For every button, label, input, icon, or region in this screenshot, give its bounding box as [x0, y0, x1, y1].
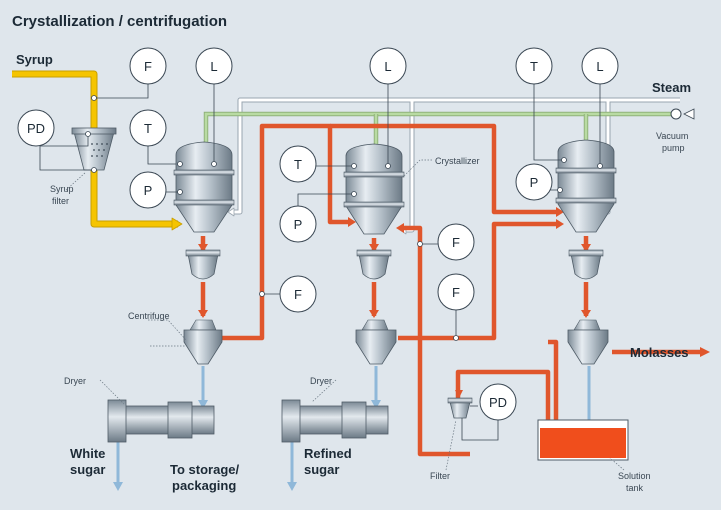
instrument-t-cryst2-tag: T [294, 157, 302, 172]
instrument-p-cryst1: P [129, 171, 167, 209]
steam-label: Steam [652, 80, 691, 95]
instrument-p-cryst3: P [515, 163, 553, 201]
refined-sugar-label-2: sugar [304, 462, 339, 477]
molasses-label: Molasses [630, 345, 689, 360]
instrument-p-cryst3-tag: P [530, 175, 539, 190]
instrument-f-cent2-tag: F [452, 285, 460, 300]
instrument-l-cryst3: L [581, 47, 619, 85]
instrument-l-cryst2: L [369, 47, 407, 85]
downflow-arrows [198, 244, 591, 318]
instrument-t-cryst1-tag: T [144, 121, 152, 136]
receiver-2 [356, 249, 392, 280]
crystallizer-label: Crystallizer [435, 156, 480, 166]
white-sugar-label-2: sugar [70, 462, 105, 477]
instrument-pd-syrup: PD [17, 109, 55, 147]
white-sugar-label-1: White [70, 446, 105, 461]
instrument-t-cryst1: T [129, 109, 167, 147]
syrup-filter-label-1: Syrup [50, 184, 74, 194]
syrup-label: Syrup [16, 52, 53, 67]
vacuum-pump-icon [670, 108, 682, 120]
instrument-f-cent2: F [437, 273, 475, 311]
instrument-t-cryst2: T [279, 145, 317, 183]
dryer-2 [281, 399, 389, 443]
centrifuge-1 [183, 319, 223, 365]
refined-sugar-label-1: Refined [304, 446, 352, 461]
product-lines [116, 366, 591, 484]
filter-label: Filter [430, 471, 450, 481]
leader-lines [65, 159, 625, 471]
crystallizer-1 [173, 141, 235, 233]
instrument-f-syrup-tag: F [144, 59, 152, 74]
centrifuge-label: Centrifuge [128, 311, 170, 321]
syrup-filter [71, 127, 117, 171]
vacuum-outlet-arrow-icon [683, 108, 695, 120]
page-title: Crystallization / centrifugation [12, 13, 227, 30]
instrument-f-syrup: F [129, 47, 167, 85]
storage-label-2: packaging [172, 478, 236, 493]
instrument-l-cryst2-tag: L [384, 59, 391, 74]
instrument-p-cryst2-tag: P [294, 217, 303, 232]
centrifuge-2 [355, 319, 397, 365]
instrument-p-cryst1-tag: P [144, 183, 153, 198]
instrument-f-cent1-tag: F [294, 287, 302, 302]
massecuite-arrows [348, 207, 710, 398]
receiver-3 [568, 249, 604, 280]
instrument-l-cryst1-tag: L [210, 59, 217, 74]
instrument-l-cryst1: L [195, 47, 233, 85]
instrument-taps [85, 95, 603, 341]
solution-tank-label-2: tank [626, 483, 644, 493]
solution-tank-label-1: Solution [618, 471, 651, 481]
dryer-2-label: Dryer [310, 376, 332, 386]
instrument-t-cryst3-tag: T [530, 59, 538, 74]
instrument-f-cent1: F [279, 275, 317, 313]
vacuum-pump-label-2: pump [662, 143, 685, 153]
instrument-lines [39, 84, 601, 441]
syrup-filter-label-2: filter [52, 196, 69, 206]
product-arrows [113, 400, 381, 491]
crystallizer-3 [555, 139, 617, 233]
storage-label-1: To storage/ [170, 462, 239, 477]
receiver-1 [185, 249, 221, 280]
massecuite-lines [218, 123, 700, 458]
instrument-p-cryst2: P [279, 205, 317, 243]
vacuum-lines [203, 111, 672, 150]
instrument-f-cryst2: F [437, 223, 475, 261]
solution-tank [537, 419, 629, 461]
instrument-f-cryst2-tag: F [452, 235, 460, 250]
vacuum-pump-label-1: Vacuum [656, 131, 688, 141]
instrument-pd-filter: PD [479, 383, 517, 421]
filter-unit [447, 397, 473, 419]
centrifuge-3 [567, 319, 609, 365]
dryer-1 [107, 399, 215, 443]
instrument-pd-filter-tag: PD [489, 395, 507, 410]
dryer-1-label: Dryer [64, 376, 86, 386]
instrument-t-cryst3: T [515, 47, 553, 85]
instrument-l-cryst3-tag: L [596, 59, 603, 74]
instrument-pd-syrup-tag: PD [27, 121, 45, 136]
